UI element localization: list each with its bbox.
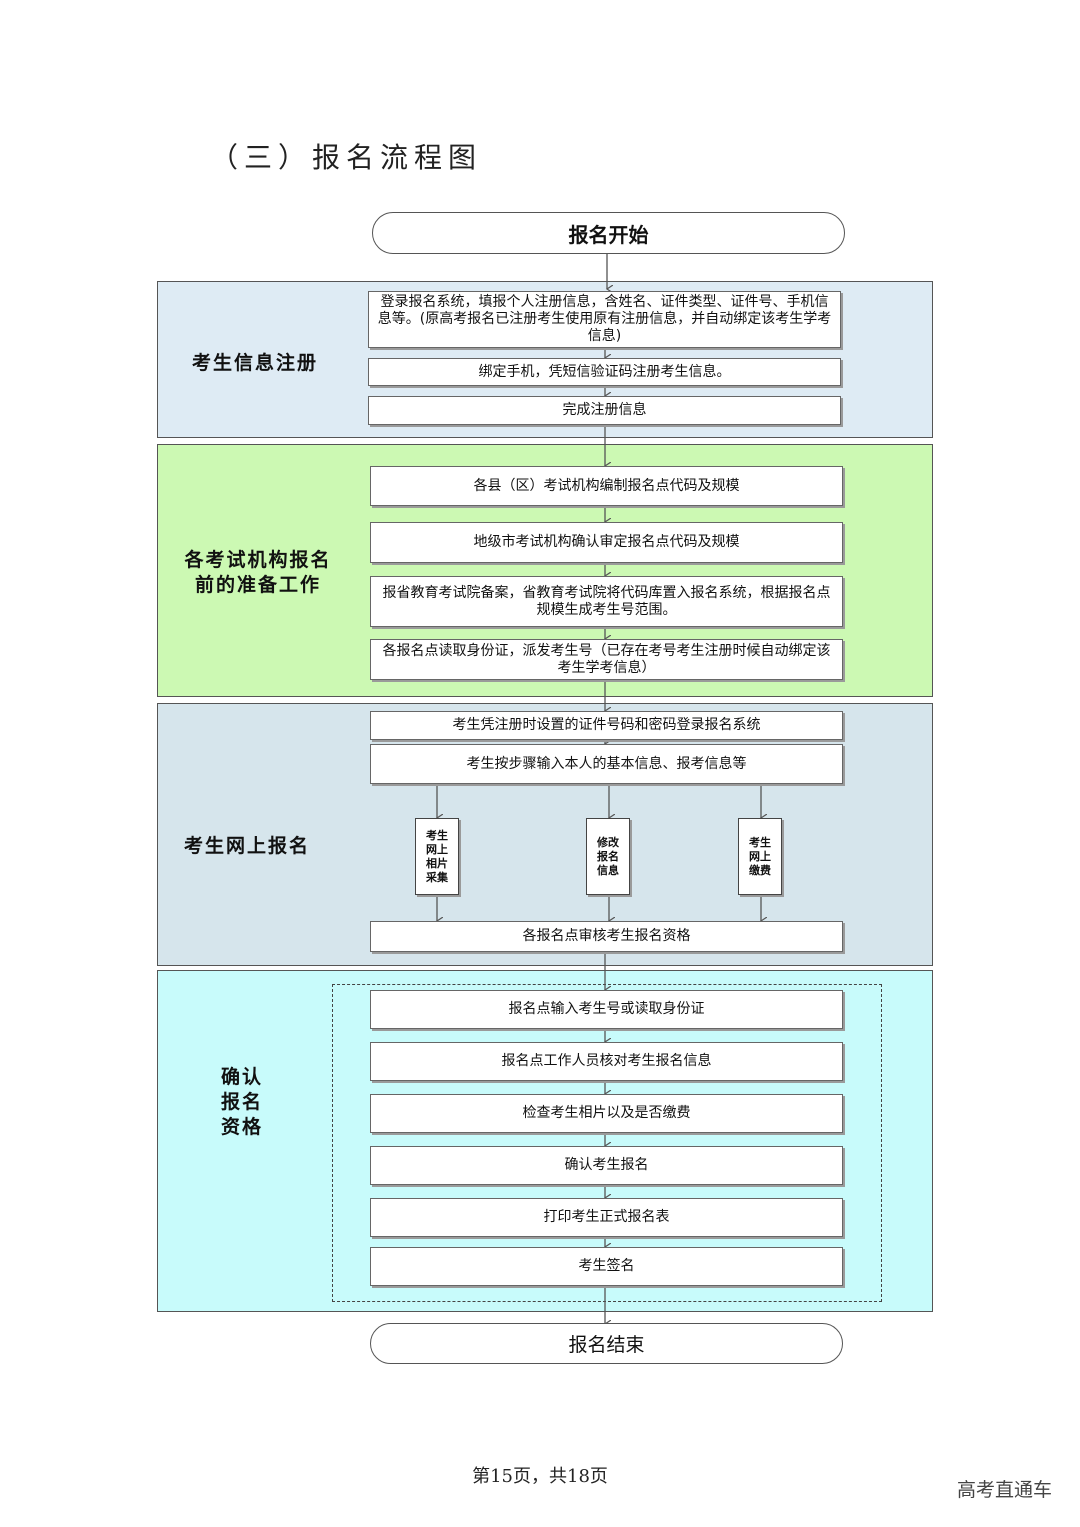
section-label-confirm: 确认 报名 资格 [220, 1066, 263, 1138]
step-assign-number: 各报名点读取身份证，派发考生号（已存在考号考生注册时候自动绑定该考生学考信息） [370, 639, 843, 680]
step-city-approve: 地级市考试机构确认审定报名点代码及规模 [370, 522, 843, 563]
step-check-photo-payment: 检查考生相片以及是否缴费 [370, 1094, 843, 1133]
step-print-form: 打印考生正式报名表 [370, 1198, 843, 1237]
step-county-code: 各县（区）考试机构编制报名点代码及规模 [370, 466, 843, 506]
branch-photo-capture: 考生 网上 相片 采集 [415, 818, 459, 895]
step-input-info: 考生按步骤输入本人的基本信息、报考信息等 [370, 744, 843, 784]
start-terminal: 报名开始 [372, 212, 845, 254]
step-province-record: 报省教育考试院备案，省教育考试院将代码库置入报名系统，根据报名点规模生成考生号范… [370, 576, 843, 627]
step-review-qualification: 各报名点审核考生报名资格 [370, 921, 843, 952]
step-sign: 考生签名 [370, 1247, 843, 1286]
step-complete-registration: 完成注册信息 [368, 396, 841, 425]
page-title: （三）报名流程图 [210, 141, 483, 174]
step-verify-info: 报名点工作人员核对考生报名信息 [370, 1042, 843, 1081]
step-input-id: 报名点输入考生号或读取身份证 [370, 990, 843, 1029]
watermark: 高考直通车 [956, 1479, 1052, 1501]
section-label-preparation: 各考试机构报名 前的准备工作 [184, 549, 332, 596]
branch-modify-info: 修改 报名 信息 [586, 818, 630, 895]
start-label: 报名开始 [568, 222, 649, 247]
end-terminal: 报名结束 [370, 1323, 843, 1364]
page-footer: 第15页，共18页 [472, 1466, 608, 1487]
step-bind-phone: 绑定手机，凭短信验证码注册考生信息。 [368, 358, 841, 386]
section-label-registration: 考生信息注册 [191, 352, 318, 374]
step-login-register: 登录报名系统，填报个人注册信息，含姓名、证件类型、证件号、手机信息等。(原高考报… [368, 291, 841, 348]
branch-online-payment: 考生 网上 缴费 [738, 818, 782, 895]
step-confirm-registration: 确认考生报名 [370, 1146, 843, 1185]
step-login-system: 考生凭注册时设置的证件号码和密码登录报名系统 [370, 711, 843, 740]
section-label-online: 考生网上报名 [183, 835, 310, 857]
end-label: 报名结束 [568, 1334, 645, 1356]
confirm-steps-dashed-frame [332, 984, 882, 1302]
